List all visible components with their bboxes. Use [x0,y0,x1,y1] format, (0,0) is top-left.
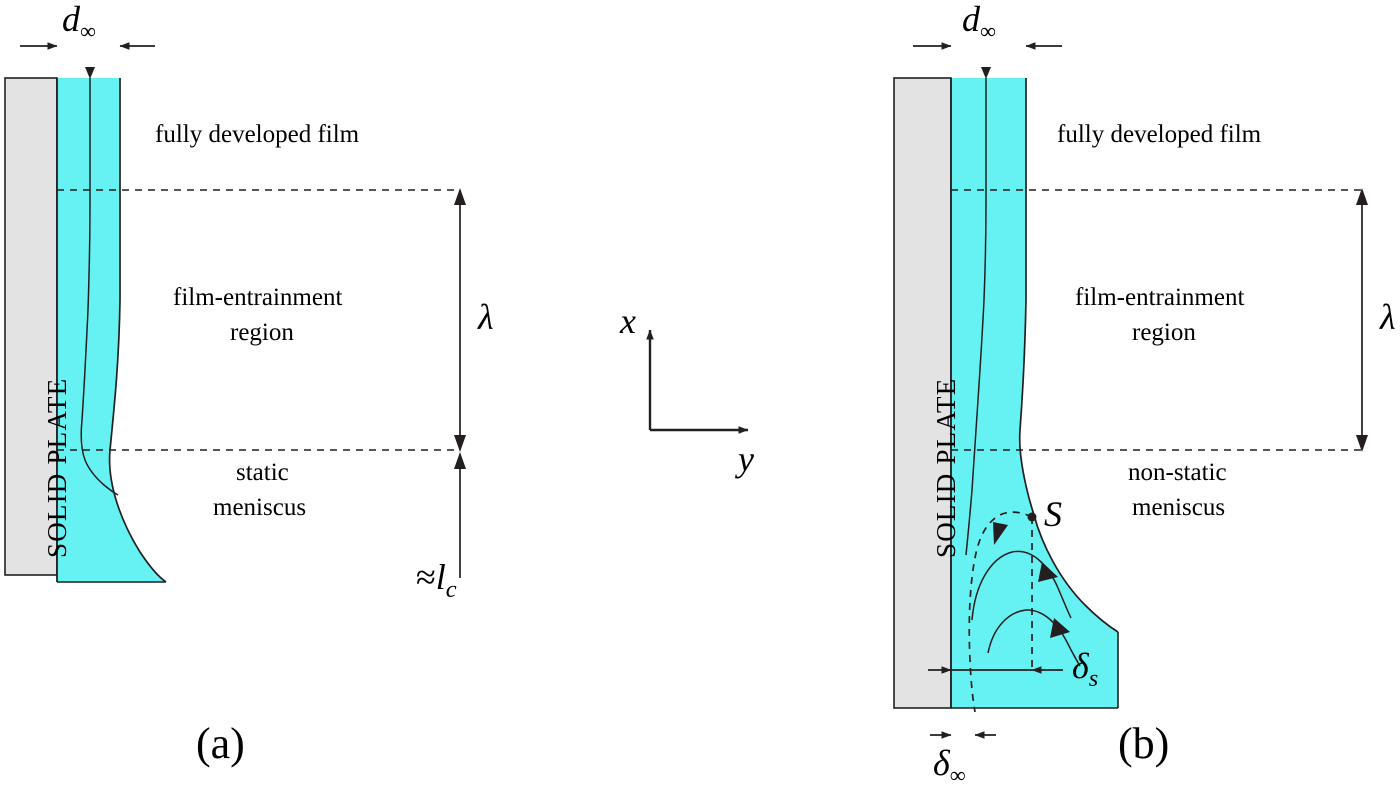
streamline-a-lower [84,459,119,496]
film-entrainment-region-label-a-line1: film-entrainment [173,284,343,311]
lambda-measure-b [1356,188,1368,452]
liquid-film-b [951,78,1118,708]
film-entrainment-region-label-a-line2: region [230,319,294,346]
solid-plate-a [4,77,58,576]
free-surface-b [1018,78,1119,633]
solid-plate-label-b: SOLID PLATE [931,377,961,558]
non-static-meniscus-label-b-line1: non-static [1128,459,1227,486]
delta-s-label-b: δs [1072,646,1099,692]
coordinate-axes [646,329,749,434]
panel-caption-a: (a) [196,719,245,768]
dimension-d-inf-label-a: d∞ [62,0,96,44]
stagnation-point-dot-b [1027,512,1037,522]
solid-plate-b [893,77,952,709]
film-entrainment-region-label-b-line2: region [1132,319,1196,346]
fully-developed-film-label-a: fully developed film [155,121,360,148]
static-meniscus-label-a-line1: static [236,459,289,486]
recirculation-arrow-1-b [1038,562,1058,582]
panel-caption-b: (b) [1118,719,1170,768]
streamline-a [80,67,95,461]
lc-label-a: ≈lc [416,557,457,603]
stagnation-point-label-b: S [1044,494,1062,534]
fully-developed-film-label-b: fully developed film [1057,121,1262,148]
axis-x-label: x [620,301,636,341]
film-entrainment-region-label-b-line1: film-entrainment [1075,284,1245,311]
non-static-meniscus-label-b-line2: meniscus [1132,494,1226,521]
dividing-streamline-arrow-b [993,522,1008,545]
delta-inf-label-b: δ∞ [933,743,966,788]
static-meniscus-label-a-line2: meniscus [213,494,307,521]
lambda-measure-a [454,188,466,452]
dividing-streamline-b [968,511,1033,713]
lc-measure-a [454,452,466,578]
recirculation-arrow-2-b [1050,618,1070,638]
panel-a [4,42,466,583]
solid-plate-label-a: SOLID PLATE [42,377,72,558]
free-surface-a [108,78,167,583]
axis-y-label: y [738,439,754,479]
panel-b [893,42,1368,739]
recirculation-streamline-1-b [971,550,1072,621]
dimension-d-inf-label-b: d∞ [962,0,996,44]
recirculation-streamline-2-b [987,609,1081,667]
lambda-label-a: λ [478,297,494,337]
streamline-b-main [965,67,991,556]
lambda-label-b: λ [1380,297,1396,337]
